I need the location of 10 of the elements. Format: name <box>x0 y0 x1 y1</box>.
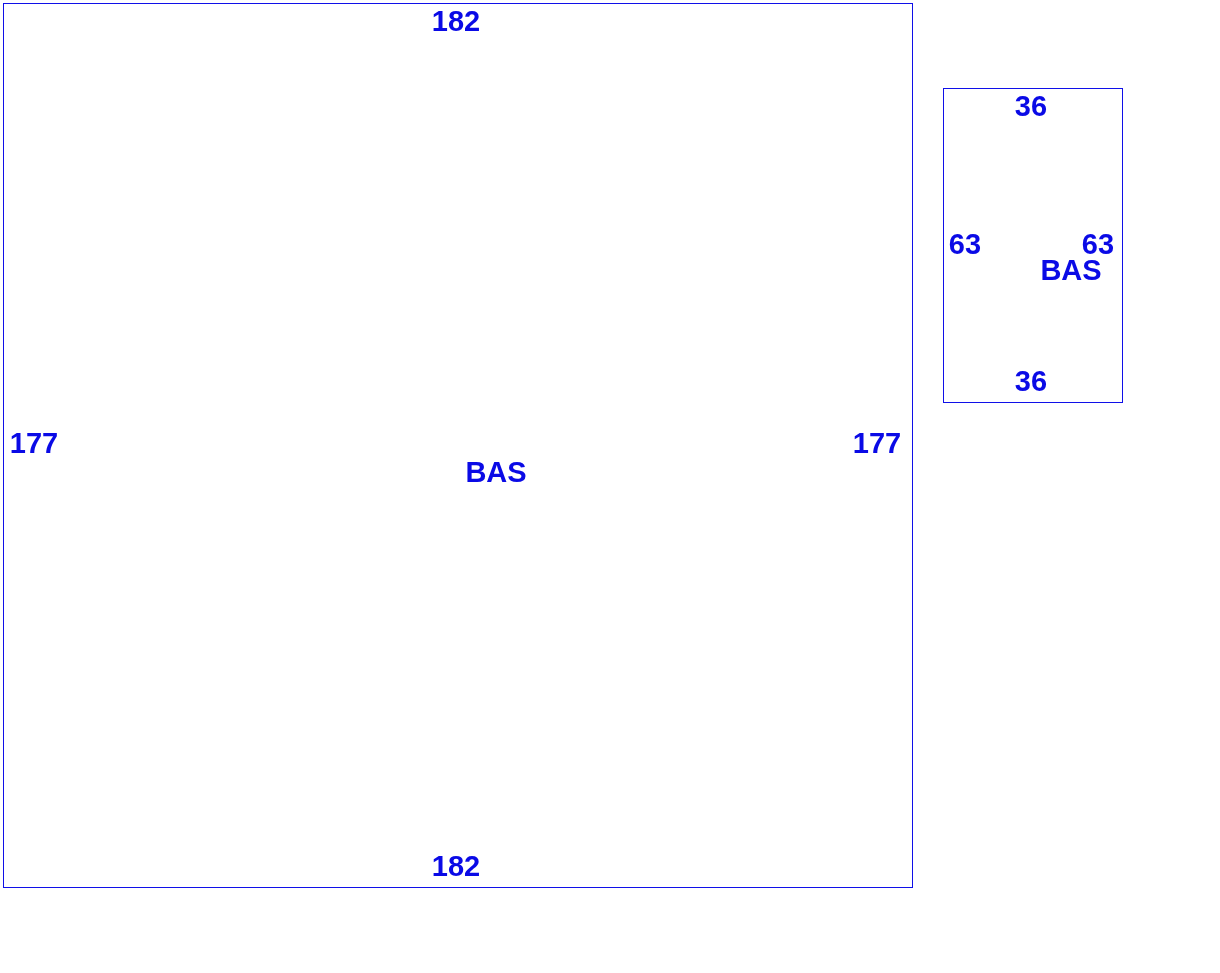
room-outline <box>3 3 913 888</box>
room-label: BAS <box>465 457 527 487</box>
dimension-label: 177 <box>852 428 902 458</box>
room-outline <box>943 88 1123 403</box>
dimension-label: 177 <box>9 428 59 458</box>
dimension-label: 36 <box>1014 91 1048 121</box>
dimension-label: 36 <box>1014 366 1048 396</box>
dimension-label: 63 <box>948 229 982 259</box>
dimension-label: 182 <box>431 851 481 881</box>
dimension-label: 182 <box>431 6 481 36</box>
